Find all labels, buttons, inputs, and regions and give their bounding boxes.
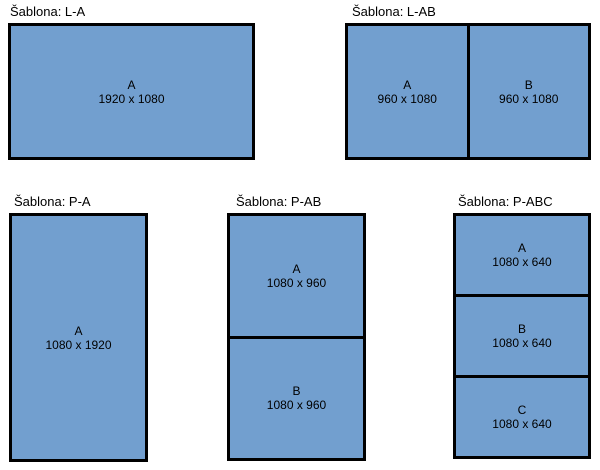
template-label: Šablona: P-AB bbox=[236, 194, 322, 209]
template-cell: B 1080 x 640 bbox=[456, 297, 588, 375]
cell-size: 1080 x 960 bbox=[266, 398, 327, 413]
cell-name: A bbox=[403, 77, 412, 92]
cell-name: B bbox=[517, 322, 526, 336]
cell-name: A bbox=[517, 241, 526, 255]
cell-name: B bbox=[292, 384, 301, 399]
template-canvas: A 1080 x 960 B 1080 x 960 bbox=[227, 213, 366, 461]
template-cell: B 960 x 1080 bbox=[470, 26, 589, 157]
cell-size: 1080 x 1920 bbox=[45, 337, 112, 352]
cell-name: A bbox=[292, 261, 301, 276]
cell-name: A bbox=[74, 323, 83, 338]
cell-size: 1920 x 1080 bbox=[98, 91, 165, 106]
template-cell: A 960 x 1080 bbox=[348, 26, 467, 157]
template-cell: C 1080 x 640 bbox=[456, 378, 588, 456]
template-label: Šablona: P-A bbox=[14, 194, 91, 209]
template-canvas: A 1080 x 640 B 1080 x 640 C 1080 x 640 bbox=[453, 213, 591, 459]
cell-size: 1080 x 960 bbox=[266, 275, 327, 290]
cell-size: 1080 x 640 bbox=[492, 417, 552, 431]
cell-size: 1080 x 640 bbox=[492, 336, 552, 350]
template-canvas: A 960 x 1080 B 960 x 1080 bbox=[345, 23, 591, 160]
template-canvas: A 1080 x 1920 bbox=[9, 213, 148, 462]
template-L-AB: Šablona: L-AB A 960 x 1080 B 960 x 1080 bbox=[345, 4, 591, 160]
template-label: Šablona: L-A bbox=[10, 4, 86, 19]
template-label: Šablona: P-ABC bbox=[458, 194, 553, 209]
cell-divider bbox=[466, 26, 470, 157]
template-cell: A 1080 x 640 bbox=[456, 216, 588, 294]
template-L-A: Šablona: L-A A 1920 x 1080 bbox=[8, 4, 255, 160]
cell-size: 960 x 1080 bbox=[499, 91, 559, 106]
template-cell: B 1080 x 960 bbox=[230, 339, 363, 459]
template-cell: A 1080 x 1920 bbox=[12, 216, 145, 459]
template-P-ABC: Šablona: P-ABC A 1080 x 640 B 1080 x 640… bbox=[453, 194, 591, 459]
template-canvas: A 1920 x 1080 bbox=[8, 23, 255, 160]
cell-name: C bbox=[517, 403, 527, 417]
cell-name: A bbox=[127, 77, 136, 92]
cell-divider bbox=[456, 294, 588, 297]
template-label: Šablona: L-AB bbox=[352, 4, 436, 19]
cell-size: 1080 x 640 bbox=[492, 255, 552, 269]
template-cell: A 1080 x 960 bbox=[230, 216, 363, 336]
template-P-AB: Šablona: P-AB A 1080 x 960 B 1080 x 960 bbox=[227, 194, 366, 461]
template-P-A: Šablona: P-A A 1080 x 1920 bbox=[9, 194, 148, 462]
cell-divider bbox=[230, 335, 363, 339]
template-cell: A 1920 x 1080 bbox=[11, 26, 252, 157]
cell-size: 960 x 1080 bbox=[377, 91, 437, 106]
cell-name: B bbox=[524, 77, 533, 92]
cell-divider bbox=[456, 375, 588, 378]
